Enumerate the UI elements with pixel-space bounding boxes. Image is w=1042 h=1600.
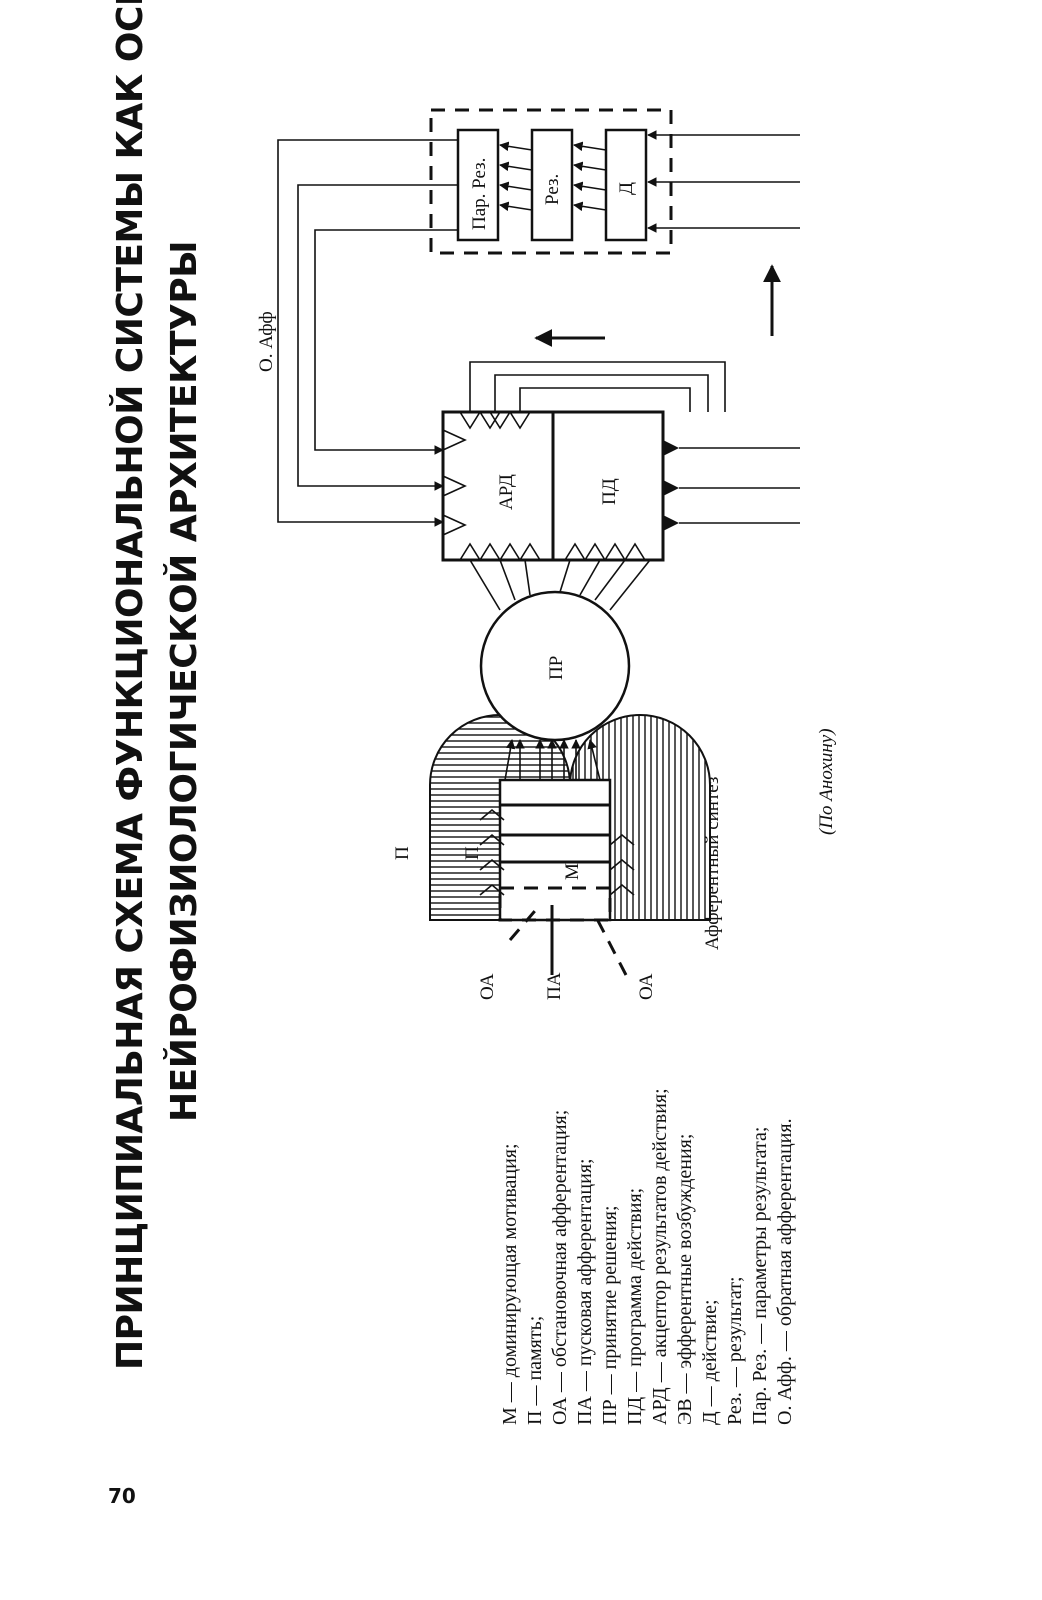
label-d: Д (616, 182, 637, 195)
synthesis-core (498, 778, 612, 922)
reverse-afferentation-lines (277, 139, 458, 527)
legend-item: ЭВ — эфферентные возбуждения; (674, 1134, 696, 1425)
label-par-rez: Пар. Рез. (469, 158, 490, 230)
legend-item: ОА — обстановочная афферентация; (549, 1110, 571, 1425)
acceptor-program-block (441, 410, 679, 562)
legend-item: ПА — пусковая афферентация; (574, 1158, 596, 1425)
legend-item: АРД — акцептор результатов действия; (649, 1088, 671, 1425)
efferent-lines (679, 447, 800, 524)
title-line2: НЕЙРОФИЗИОЛОГИЧЕСКОЙ АРХИТЕКТУРЫ (163, 241, 205, 1122)
label-m: М (562, 863, 583, 880)
credit-anokhin: (По Анохину) (816, 728, 837, 835)
frame-input-lines (647, 130, 800, 233)
label-oa-bottom: ОА (636, 973, 657, 1000)
label-pa: ПА (544, 972, 565, 1000)
label-p-inner: П (462, 846, 483, 860)
label-p-outer: П (392, 846, 413, 860)
legend-item: Пар. Рез. — параметры результата; (749, 1127, 771, 1425)
label-ard: АРД (496, 474, 517, 510)
acceptor-feedback-lines (469, 361, 726, 412)
label-oa-top: ОА (477, 973, 498, 1000)
decision-circle (479, 590, 631, 742)
decision-to-program-links (469, 559, 651, 611)
legend-item: ПД — программа действия; (624, 1188, 646, 1425)
result-dashed-frame (429, 108, 673, 255)
label-rez: Рез. (542, 174, 563, 205)
legend: М — доминирующая мотивация; П — память; … (499, 1088, 796, 1425)
legend-item: ПР — принятие решения; (599, 1205, 621, 1425)
title-line1: ПРИНЦИПИАЛЬНАЯ СХЕМА ФУНКЦИОНАЛЬНОЙ СИСТ… (109, 0, 151, 1370)
afferent-synthesis-block (429, 714, 711, 976)
legend-item: М — доминирующая мотивация; (499, 1143, 521, 1425)
legend-item: Д — действие; (699, 1299, 721, 1425)
legend-item: П — память; (524, 1316, 546, 1425)
result-internal-arrows (499, 141, 607, 212)
page-number: 70 (108, 1484, 136, 1508)
legend-item: Рез. — результат; (724, 1276, 746, 1425)
label-pr: ПР (546, 656, 567, 680)
action-box (604, 128, 648, 242)
result-box (530, 128, 574, 242)
dashed-motivation-box (498, 886, 612, 922)
label-afferent-synthesis: Афферентный синтез (702, 777, 723, 950)
label-o-aff: О. Афф (256, 311, 277, 372)
label-pd: ПД (599, 478, 620, 505)
legend-item: О. Афф. — обратная афферентация. (774, 1118, 796, 1425)
